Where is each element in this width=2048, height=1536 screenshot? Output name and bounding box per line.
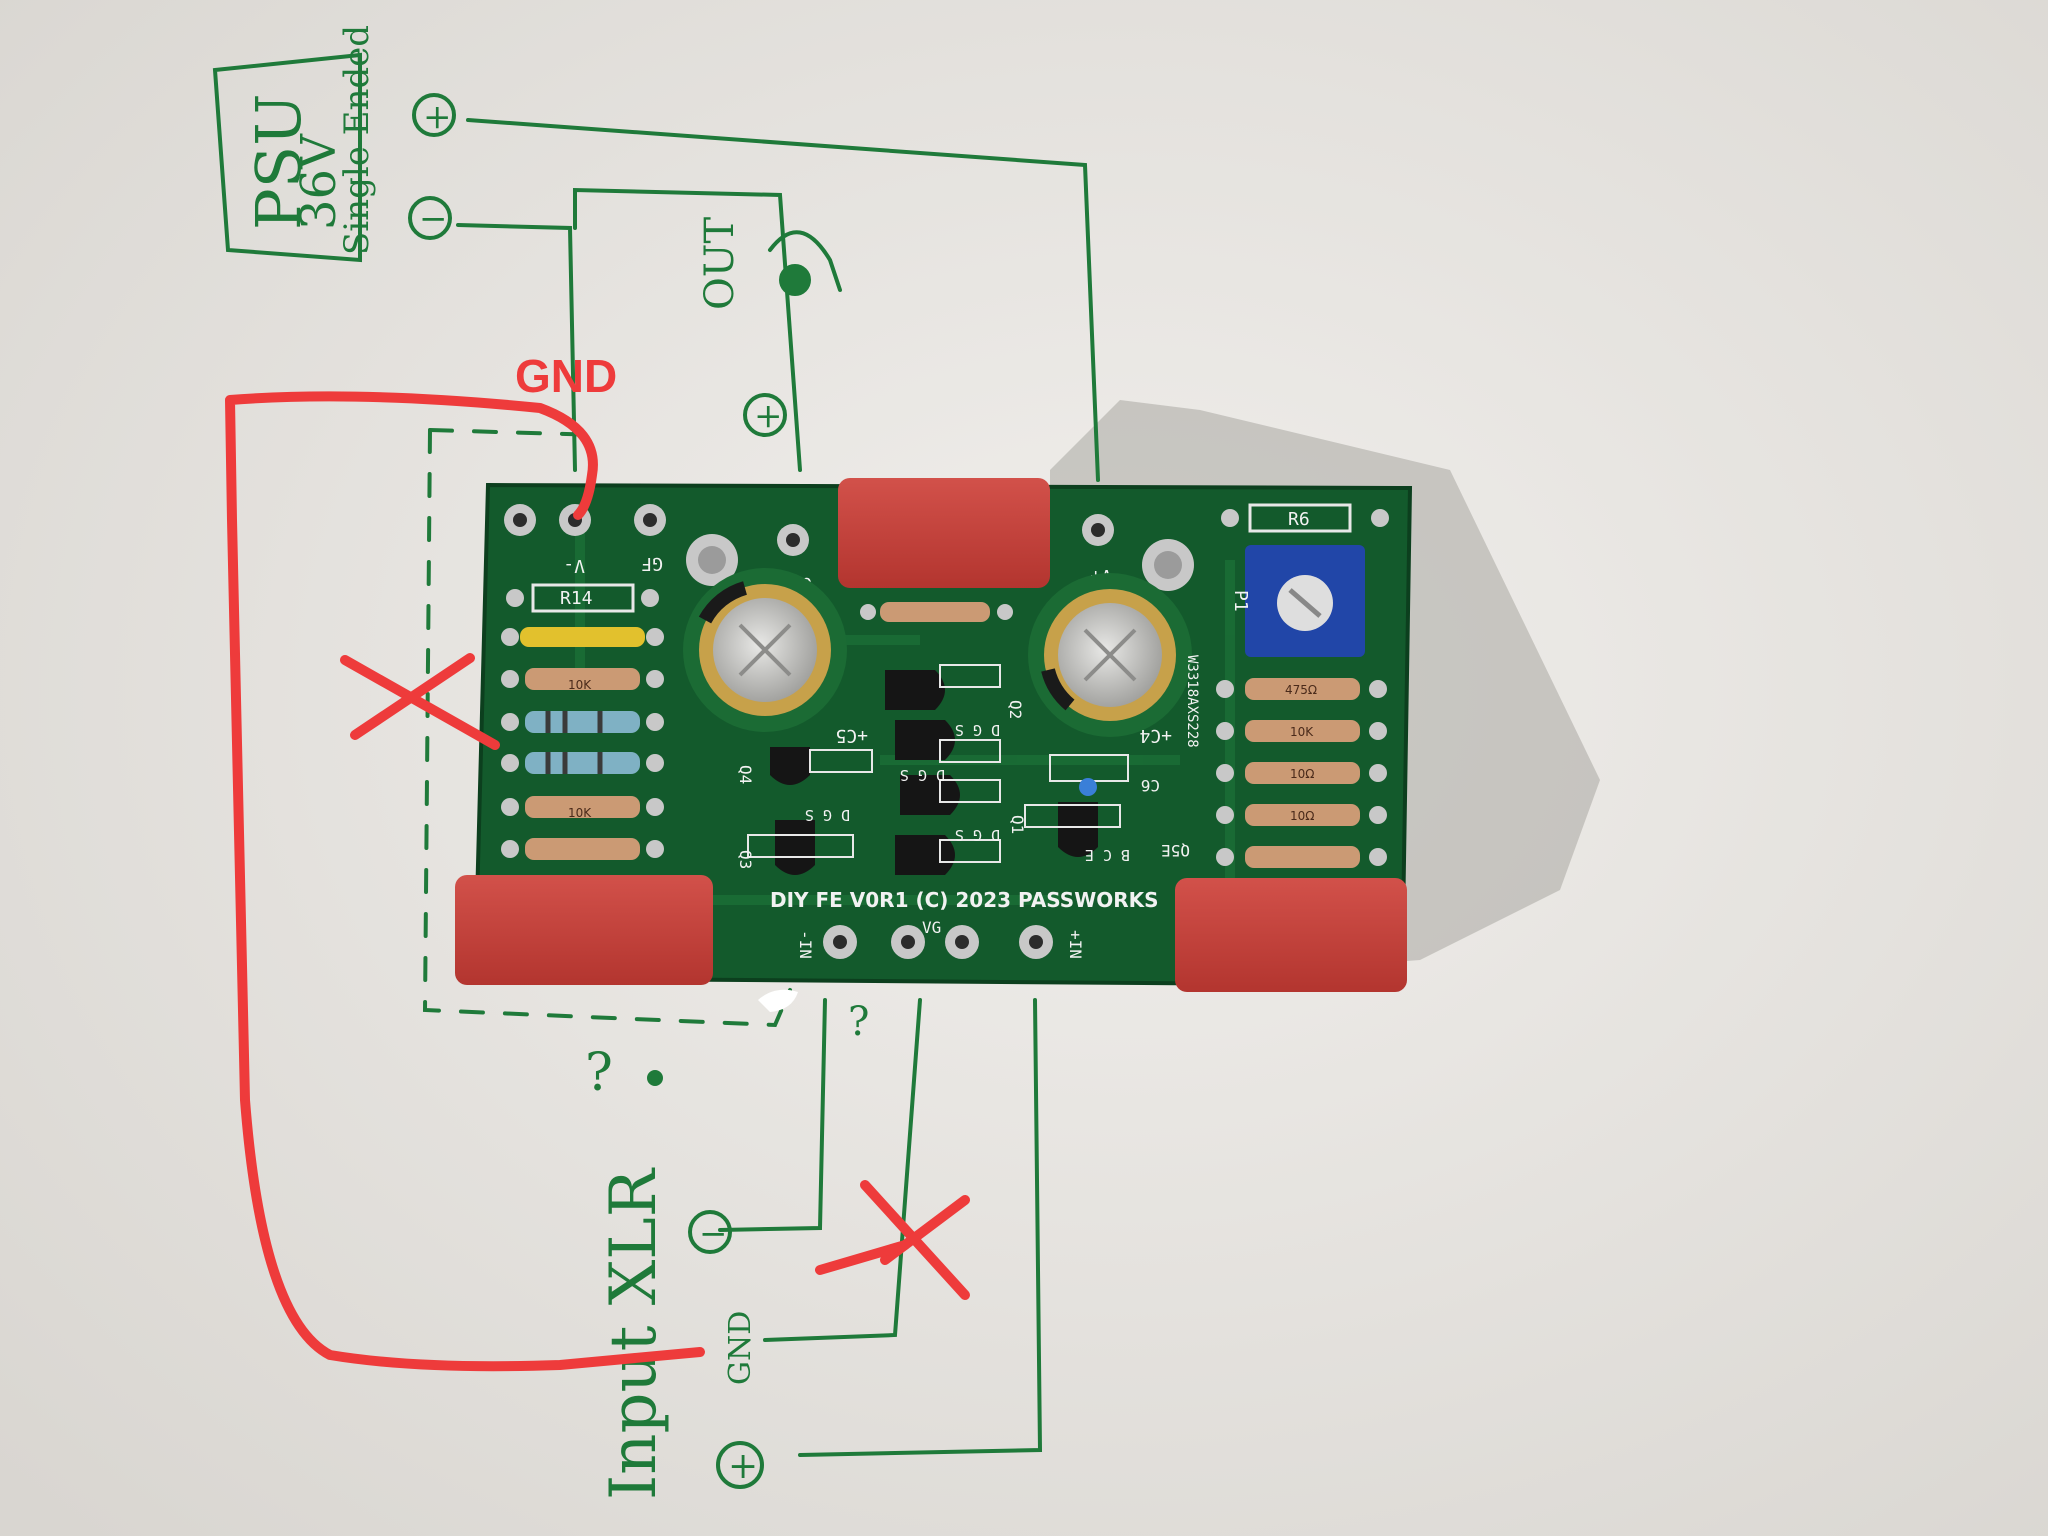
resistor-r4: [1245, 804, 1360, 826]
wire-psu-minus: [456, 223, 577, 472]
silk-q4: Q4: [736, 765, 755, 784]
psu-voltage: 36V: [291, 133, 347, 230]
question-mark-b: ?: [848, 999, 869, 1045]
silk-dgs-2: D G S: [805, 806, 850, 824]
transistor-q1: [900, 775, 960, 815]
silk-vg: VG: [922, 918, 941, 937]
film-capacitors: [455, 478, 1407, 992]
resistor-tan-3: [525, 838, 640, 860]
silk-p1: P1: [1230, 590, 1251, 612]
silk-bce: B C E: [1085, 846, 1130, 864]
resistor-tan-2: [525, 796, 640, 818]
silk-dgs-4: D G S: [955, 826, 1000, 844]
silk-q2: Q2: [1006, 700, 1025, 719]
white-speck: [758, 989, 798, 1012]
wire-input-gnd: [763, 998, 922, 1342]
psu-plus-terminal: [412, 93, 456, 137]
pcb-board: V- GF OUT V+ +C5 +C4: [455, 478, 1413, 992]
resistor-r2: [1245, 720, 1360, 742]
psu-title: PSU: [242, 94, 315, 230]
film-cap-bottom-right: [1175, 878, 1407, 992]
resistor-blue-2: [525, 752, 640, 774]
res-value-b: 10K: [1290, 725, 1314, 739]
transistor-q3: [775, 820, 815, 875]
silk-serial: W3318AXS228: [1184, 655, 1200, 748]
resistor-column-right: [1216, 503, 1389, 868]
electrolytic-c5: [683, 568, 847, 732]
out-plus-sign: +: [754, 396, 783, 436]
silk-v-minus: V-: [563, 555, 585, 576]
red-marker-annotations: [225, 391, 970, 1372]
res-value-a: 10K: [568, 678, 592, 692]
silk-c4: +C4: [1139, 725, 1172, 746]
resistor-yellow: [520, 627, 645, 647]
psu-plus-sign: +: [423, 97, 452, 137]
out-label: OUT: [697, 216, 743, 310]
resistor-r1: [1245, 678, 1360, 700]
input-minus-sign: −: [699, 1214, 728, 1254]
pen-schematic: [212, 52, 1100, 1489]
bottom-pads: [823, 925, 1053, 959]
resistor-blue-1: [525, 711, 640, 733]
red-cross-top-1: [340, 655, 500, 750]
silk-in-plus: +IN: [1066, 930, 1085, 959]
silk-r6: R6: [1288, 509, 1310, 530]
input-plus-terminal: [716, 1441, 764, 1489]
wire-psu-plus: [466, 118, 1100, 482]
gnd-annotation: GND: [515, 350, 617, 402]
out-plus-terminal: [743, 393, 787, 437]
silk-in-minus: -IN: [796, 930, 815, 959]
silk-r14: R14: [560, 588, 593, 609]
film-cap-bottom-left: [455, 875, 713, 985]
out-jack-ring: [768, 230, 842, 292]
silk-dgs-1: D G S: [900, 766, 945, 784]
capacitor-c6: [1079, 778, 1097, 796]
silk-q3: Q3: [736, 850, 755, 869]
silk-gf: GF: [641, 553, 663, 574]
silk-q5e: Q5E: [1161, 841, 1190, 860]
resistor-top-center: [880, 602, 990, 622]
resistor-r3: [1245, 762, 1360, 784]
r14-outline: [531, 583, 635, 613]
wire-input-minus: [718, 998, 827, 1232]
input-gnd-label: GND: [723, 1311, 758, 1385]
out-jack: [779, 264, 811, 296]
psu-box-outline: [212, 52, 362, 263]
transistor-q4: [770, 747, 810, 785]
input-plus-sign: +: [728, 1446, 758, 1487]
handwritten-labels: PSU 36V Single Ended + − OUT + Input XLR…: [242, 25, 869, 1500]
wire-gnd-branch: [573, 187, 802, 472]
transistor-q5: [1058, 802, 1098, 857]
res-value-d: 10Ω: [1290, 767, 1314, 781]
dashed-shield-outline: [422, 428, 792, 1028]
resistor-tan-1: [525, 668, 640, 690]
wire-input-plus: [798, 998, 1043, 1457]
silk-q1: Q1: [1008, 815, 1027, 834]
red-gnd-wire: [225, 391, 705, 1372]
res-value-e: 10Ω: [1290, 809, 1314, 823]
res-value-c: 475Ω: [1285, 683, 1317, 697]
electrolytic-c4: [1028, 573, 1192, 737]
psu-type: Single Ended: [337, 25, 377, 255]
transistor-footprints: [747, 664, 1129, 863]
input-minus-terminal: [688, 1210, 732, 1254]
r6-outline: [1248, 503, 1352, 533]
silk-c5: +C5: [835, 725, 868, 746]
resistor-column-left: [501, 583, 664, 860]
psu-minus-terminal: [408, 196, 452, 240]
board-title: DIY FE V0R1 (C) 2023 PASSWORKS: [770, 888, 1159, 912]
res-value-f: 10K: [568, 806, 592, 820]
input-xlr-label: Input XLR: [597, 1167, 671, 1500]
silk-c6: C6: [1141, 776, 1160, 795]
silk-dgs-3: D G S: [955, 721, 1000, 739]
psu-minus-sign: −: [419, 199, 448, 239]
gnd-dot: [647, 1070, 663, 1086]
film-cap-top: [838, 478, 1050, 588]
red-cross-top-2: [350, 653, 475, 740]
transistor-q2: [885, 670, 945, 710]
resistor-r5: [1245, 846, 1360, 868]
question-mark-a: ?: [585, 1043, 613, 1103]
red-cross-bottom-3: [815, 1240, 910, 1275]
